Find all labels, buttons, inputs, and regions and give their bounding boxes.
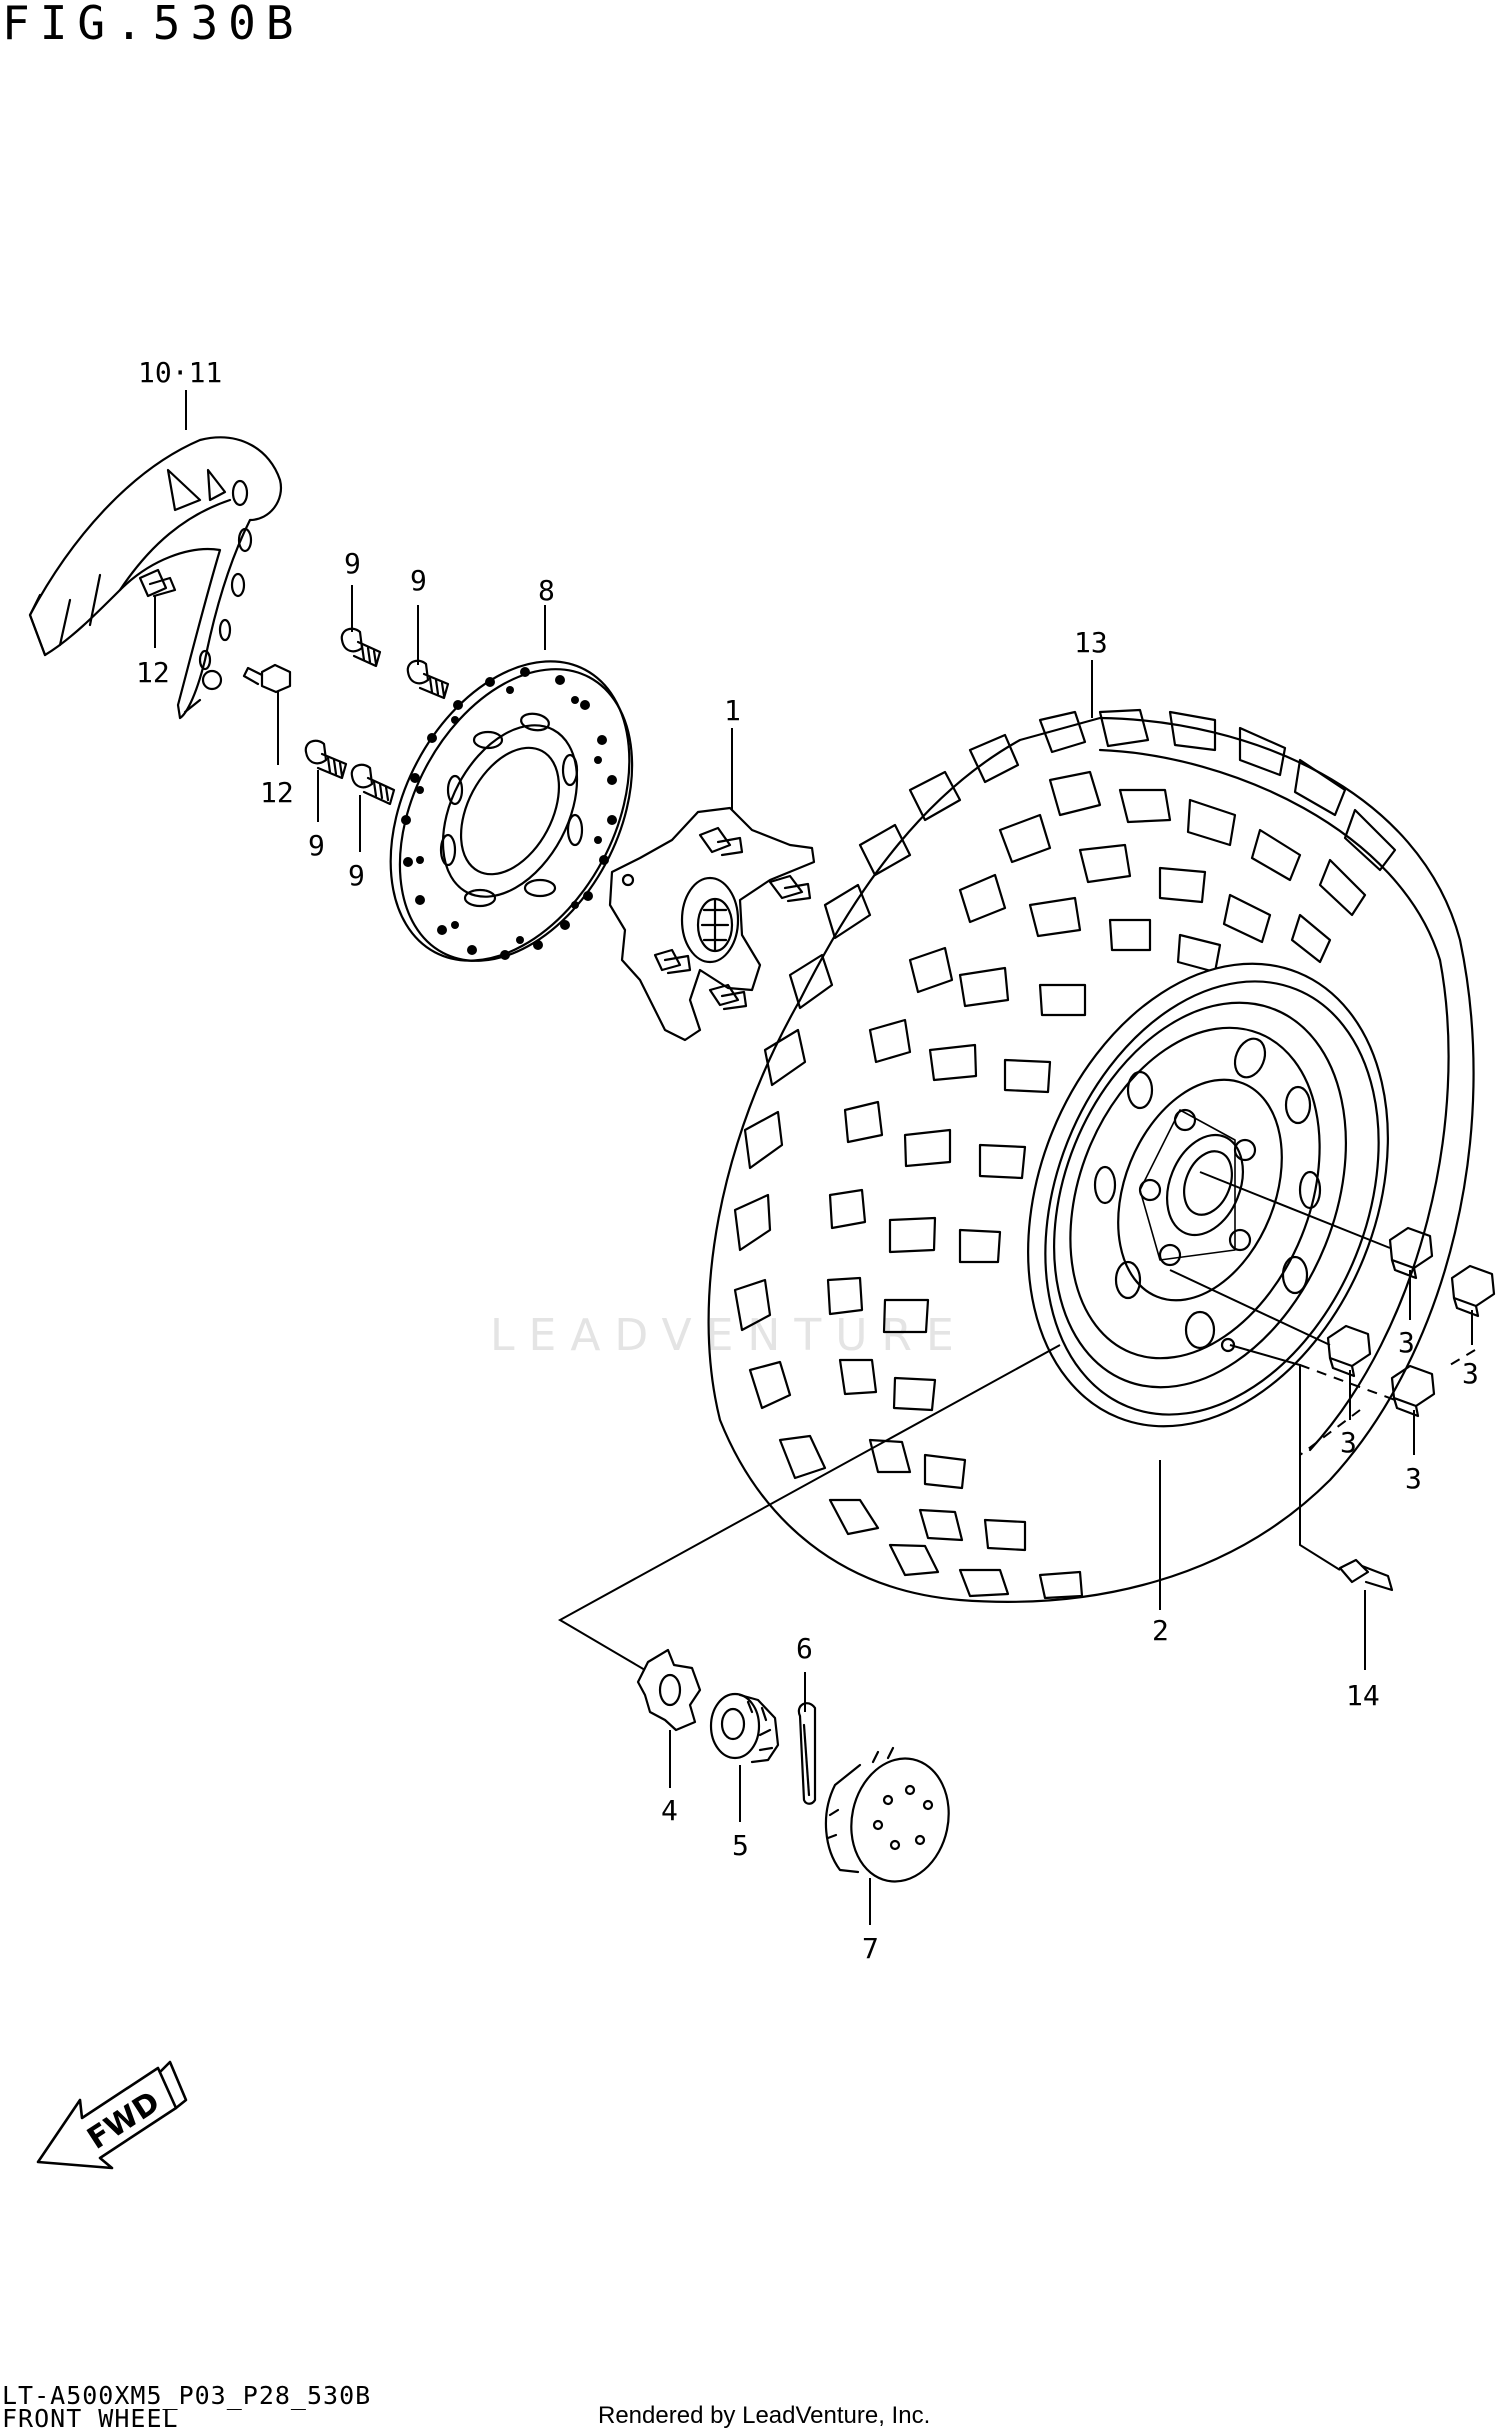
- callout-8: 8: [538, 574, 555, 607]
- section-name: FRONT WHEEL: [2, 2404, 179, 2433]
- fwd-direction-arrow: [36, 2060, 188, 2170]
- bolt-9-d[interactable]: [350, 763, 396, 806]
- front-hub[interactable]: [608, 806, 816, 1042]
- brake-disc-guard[interactable]: [28, 436, 283, 720]
- callout-9a: 9: [344, 547, 361, 580]
- brake-disc[interactable]: [342, 620, 679, 1001]
- callout-2: 2: [1152, 1614, 1169, 1647]
- callout-3c: 3: [1340, 1426, 1357, 1459]
- callout-9c: 9: [308, 829, 325, 862]
- callout-14: 14: [1346, 1679, 1380, 1712]
- wheel-nut-3-d[interactable]: [1390, 1364, 1436, 1418]
- lock-washer-4[interactable]: [636, 1648, 702, 1732]
- callout-12b: 12: [260, 776, 294, 809]
- wheel-nut-3-c[interactable]: [1326, 1324, 1372, 1378]
- bolt-9-b[interactable]: [406, 659, 450, 700]
- callout-13: 13: [1074, 626, 1108, 659]
- cotter-pin-6[interactable]: [797, 1702, 817, 1805]
- callout-9d: 9: [348, 859, 365, 892]
- callout-9b: 9: [410, 564, 427, 597]
- bolt-9-a[interactable]: [340, 627, 382, 668]
- fwd-label: FWD: [81, 2085, 166, 2157]
- watermark: LEADVENTURE: [490, 1310, 968, 1361]
- callout-7: 7: [862, 1932, 879, 1965]
- render-credit: Rendered by LeadVenture, Inc.: [598, 2402, 931, 2429]
- wheel-rim[interactable]: [962, 910, 1453, 1481]
- callout-3d: 3: [1405, 1462, 1422, 1495]
- atv-tire[interactable]: [707, 708, 1475, 1603]
- castle-nut-5[interactable]: [709, 1692, 780, 1764]
- wheel-nut-3-b[interactable]: [1450, 1264, 1496, 1318]
- bolt-9-c[interactable]: [304, 739, 348, 780]
- leader-nut-c: [1169, 1269, 1331, 1346]
- bolt-12-upper[interactable]: [138, 568, 177, 598]
- bolt-12-lower[interactable]: [242, 663, 292, 694]
- leader-axle-parts: [557, 1344, 1061, 1671]
- figure-title: FIG.530B: [2, 0, 304, 50]
- callout-3a: 3: [1398, 1326, 1415, 1359]
- callout-4: 4: [661, 1794, 678, 1827]
- callout-12a: 12: [136, 656, 170, 689]
- leader-nut-a: [1199, 1171, 1391, 1249]
- callout-5: 5: [732, 1829, 749, 1862]
- callout-10-11: 10·11: [138, 356, 222, 389]
- callout-1: 1: [724, 694, 741, 727]
- model-code: LT-A500XM5_P03_P28_530B: [2, 2381, 372, 2410]
- wheel-nut-3-a[interactable]: [1388, 1226, 1434, 1280]
- stud-bolt-14[interactable]: [1338, 1558, 1394, 1592]
- hub-cap-7[interactable]: [824, 1746, 960, 1891]
- callout-3b: 3: [1462, 1357, 1479, 1390]
- callout-6: 6: [796, 1632, 813, 1665]
